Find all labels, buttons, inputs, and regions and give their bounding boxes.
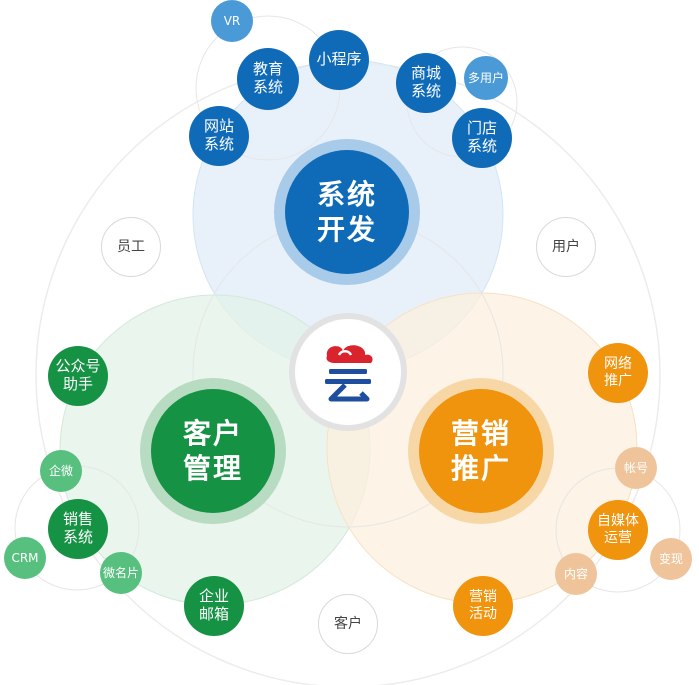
node-official-account-line1: 公众号 <box>55 357 101 376</box>
hub-dev-line2: 开发 <box>316 213 377 246</box>
node-crm-label: CRM <box>11 550 39 565</box>
hub-marketing-promotion[interactable]: 营销推广 <box>419 389 543 513</box>
node-micro-card-label: 微名片 <box>102 565 139 580</box>
node-official-account-line2: 助手 <box>62 375 93 393</box>
node-account-label: 帐号 <box>623 460 648 475</box>
cloud-yun-logo-icon <box>325 345 373 402</box>
node-online-promo-line1: 网络 <box>604 356 632 373</box>
node-monetize-label: 变现 <box>658 551 683 566</box>
node-website-line1: 网站 <box>203 117 234 136</box>
node-mall-line2: 系统 <box>410 82 441 100</box>
node-monetize[interactable]: 变现 <box>650 538 692 580</box>
node-mall-system[interactable]: 商城系统 <box>396 53 456 113</box>
node-wecom-label: 企微 <box>48 463 73 478</box>
node-sales-line1: 销售 <box>62 510 93 529</box>
node-store-line1: 门店 <box>466 119 497 138</box>
node-online-promotion[interactable]: 网络推广 <box>588 343 648 403</box>
node-self-media-line2: 运营 <box>604 530 632 546</box>
node-content-label: 内容 <box>563 566 588 581</box>
node-content[interactable]: 内容 <box>555 553 597 595</box>
node-micro-card[interactable]: 微名片 <box>100 552 142 594</box>
hub-dev-line1: 系统 <box>316 178 377 211</box>
node-self-media-operation[interactable]: 自媒体运营 <box>588 500 648 560</box>
hub-customer-management[interactable]: 客户管理 <box>151 389 275 513</box>
node-store-line2: 系统 <box>466 137 497 155</box>
node-mall-line1: 商城 <box>410 64 441 83</box>
node-users[interactable]: 用户 <box>536 217 596 277</box>
node-education-line2: 系统 <box>252 78 283 96</box>
node-official-account-assistant[interactable]: 公众号助手 <box>48 346 108 406</box>
node-sales-system[interactable]: 销售系统 <box>48 499 108 559</box>
node-self-media-line1: 自媒体 <box>597 513 639 530</box>
node-vr[interactable]: VR <box>211 0 253 42</box>
center-logo-circle <box>289 313 407 431</box>
node-events-line2: 活动 <box>469 606 497 622</box>
node-mini-program-label: 小程序 <box>316 50 362 69</box>
node-website-system[interactable]: 网站系统 <box>189 106 249 166</box>
node-mini-program[interactable]: 小程序 <box>309 30 369 90</box>
hub-system-development[interactable]: 系统开发 <box>285 150 409 274</box>
node-sales-line2: 系统 <box>62 528 93 546</box>
hub-crm-line2: 管理 <box>182 452 243 485</box>
node-online-promo-line2: 推广 <box>604 373 632 389</box>
node-customers[interactable]: 客户 <box>318 594 378 654</box>
node-events-line1: 营销 <box>469 589 497 606</box>
node-crm[interactable]: CRM <box>4 537 46 579</box>
node-users-label: 用户 <box>552 238 580 255</box>
node-education-line1: 教育 <box>252 60 283 79</box>
node-marketing-events[interactable]: 营销活动 <box>453 576 513 636</box>
node-wecom[interactable]: 企微 <box>40 450 82 492</box>
node-multi-user-label: 多用户 <box>467 70 504 85</box>
hub-crm-line1: 客户 <box>182 417 243 450</box>
hub-mkt-line1: 营销 <box>450 417 511 450</box>
hub-mkt-line2: 推广 <box>450 452 511 485</box>
node-enterprise-email[interactable]: 企业邮箱 <box>184 576 244 636</box>
node-store-system[interactable]: 门店系统 <box>452 108 512 168</box>
node-email-line1: 企业 <box>198 587 229 606</box>
node-website-line2: 系统 <box>203 135 234 153</box>
node-education-system[interactable]: 教育系统 <box>237 48 299 110</box>
node-email-line2: 邮箱 <box>198 605 229 623</box>
node-customers-label: 客户 <box>334 615 362 632</box>
node-staff-label: 员工 <box>117 238 145 255</box>
node-vr-label: VR <box>223 13 241 28</box>
node-staff[interactable]: 员工 <box>101 217 161 277</box>
node-account[interactable]: 帐号 <box>615 447 657 489</box>
node-multi-user[interactable]: 多用户 <box>464 56 508 100</box>
